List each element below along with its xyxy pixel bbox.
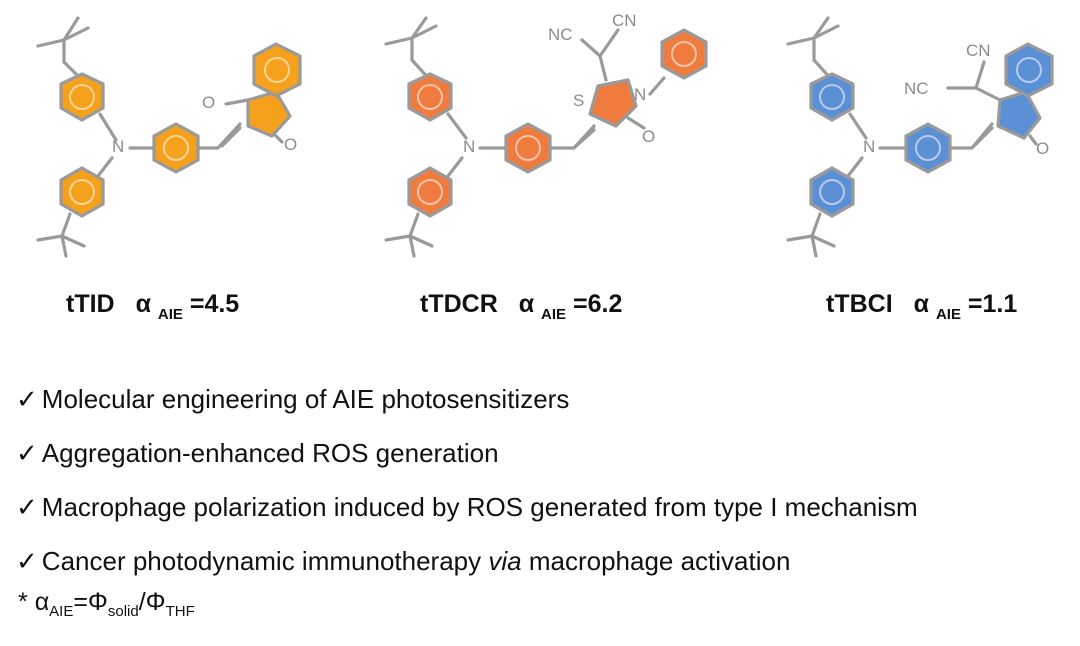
bullet-item: ✓Cancer photodynamic immunotherapy via m… [16,534,1076,588]
footnote: * αAIE=Φsolid/ΦTHF [18,588,195,620]
tTBCI-cn-label: CN [966,41,991,60]
label-tTBCI-value: =1.1 [968,290,1017,318]
checkmark-icon: ✓ [16,438,38,468]
checkmark-icon: ✓ [16,492,38,522]
molecule-tTID: N O O [36,16,302,258]
bullet-text-pre: Cancer photodynamic immunotherapy [41,546,489,576]
tTDCR-oxygen: O [642,127,655,146]
tTDCR-n-phenyl [660,28,708,80]
footnote-alpha: α [34,588,50,616]
label-tTBCI-alpha: α [914,290,930,318]
tTDCR-thiazole-ring [588,78,638,128]
label-tTBCI-alpha-sub: AIE [936,306,961,323]
label-tTID-name: tTID [66,290,115,318]
label-tTDCR-name: tTDCR [420,290,498,318]
label-tTID-alpha-sub: AIE [158,306,183,323]
tTBCI-nc-label: NC [904,79,929,98]
label-tTBCI: tTBCI α AIE =1.1 [826,290,1017,325]
footnote-slash: /Φ [138,588,166,616]
tTID-nitrogen: N [112,137,124,156]
tTDCR-lower-phenyl [407,166,453,218]
tTDCR-nitrogen: N [463,137,475,156]
molecule-tTDCR: N S N O NC CN [384,11,708,258]
footnote-eq: =Φ [73,588,108,616]
tTBCI-upper-phenyl [809,72,855,122]
tTID-oxygen-1: O [202,93,215,112]
footnote-phi-sub-solid: solid [107,603,139,620]
label-tTDCR-value: =6.2 [573,290,622,318]
footnote-alpha-sub: AIE [49,603,74,620]
tTBCI-nitrogen: N [863,137,875,156]
tTID-oxygen-2: O [284,135,297,154]
bullet-text-post: macrophage activation [521,546,791,576]
tTDCR-upper-phenyl [407,72,453,122]
label-tTDCR-alpha: α [519,290,535,318]
footnote-phi-sub-thf: THF [165,603,195,620]
tTBCI-lower-phenyl [809,166,855,218]
bullet-item: ✓Molecular engineering of AIE photosensi… [16,372,1076,426]
bullet-item: ✓Aggregation-enhanced ROS generation [16,426,1076,480]
checkmark-icon: ✓ [16,384,38,414]
bullet-text: Aggregation-enhanced ROS generation [41,438,499,468]
tTID-indandione [246,90,292,138]
tTID-fused-benzene [252,42,302,98]
bullet-text: Macrophage polarization induced by ROS g… [41,492,918,522]
footnote-star: * [18,588,35,616]
bullet-list: ✓Molecular engineering of AIE photosensi… [16,372,1076,588]
molecular-structures-panel: N O O N [36,11,1054,325]
tTDCR-nc-label: NC [548,25,573,44]
checkmark-icon: ✓ [16,546,38,576]
label-tTDCR: tTDCR α AIE =6.2 [420,290,622,325]
tTID-central-phenyl [152,122,200,174]
tTDCR-sulfur: S [573,91,584,110]
label-tTID: tTID α AIE =4.5 [66,290,239,325]
tTID-lower-phenyl [59,166,105,218]
label-tTID-value: =4.5 [190,290,239,318]
tTBCI-indanone [996,90,1042,140]
tTDCR-ring-nitrogen: N [634,85,646,104]
molecule-tTBCI: N NC CN O [786,16,1054,258]
bullet-text: Molecular engineering of AIE photosensit… [41,384,570,414]
label-tTID-alpha: α [136,290,152,318]
tTBCI-oxygen: O [1036,139,1049,158]
bullet-item: ✓Macrophage polarization induced by ROS … [16,480,1076,534]
tTDCR-central-phenyl [504,122,552,174]
tTBCI-central-phenyl [904,122,952,174]
tTID-upper-phenyl [59,72,105,122]
label-tTBCI-name: tTBCI [826,290,893,318]
tTBCI-fused-benzene [1004,42,1054,98]
bullet-text-em: via [488,546,522,576]
tTDCR-cn-label: CN [612,11,637,30]
label-tTDCR-alpha-sub: AIE [541,306,566,323]
